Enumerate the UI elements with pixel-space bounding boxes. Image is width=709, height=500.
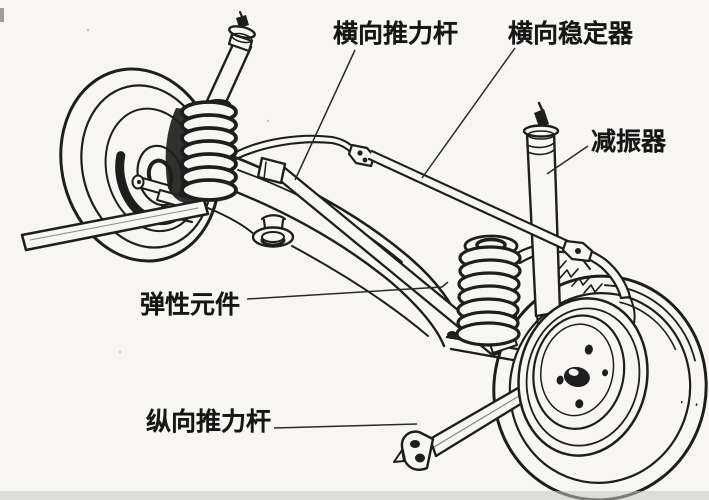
leader-transverse-stabilizer	[421, 47, 516, 179]
right-shock-absorber	[522, 101, 562, 335]
leader-elastic-element	[246, 281, 449, 300]
leader-longitudinal-thrust-rod	[273, 423, 418, 429]
transverse-thrust-rod	[256, 156, 502, 356]
stabilizer-bar-left	[234, 134, 376, 168]
scan-smudge	[0, 8, 4, 22]
stabilizer-bar-right	[367, 149, 594, 270]
left-shock-absorber	[204, 10, 256, 113]
leader-shock-absorber	[546, 145, 589, 175]
label-transverse-stabilizer: 横向稳定器	[508, 19, 634, 48]
leader-transverse-thrust-rod	[294, 49, 356, 181]
scan-band	[0, 491, 709, 500]
label-shock-absorber: 减振器	[591, 127, 667, 156]
left-coil-spring	[165, 99, 238, 204]
center-coil-spring	[445, 234, 522, 362]
label-longitudinal-thrust-rod: 纵向推力杆	[146, 407, 272, 436]
center-bushing	[251, 214, 295, 248]
label-elastic-element: 弹性元件	[140, 290, 241, 319]
label-transverse-thrust-rod: 横向推力杆	[333, 19, 459, 48]
brake-drum	[517, 297, 649, 457]
axle-tube	[20, 198, 210, 252]
